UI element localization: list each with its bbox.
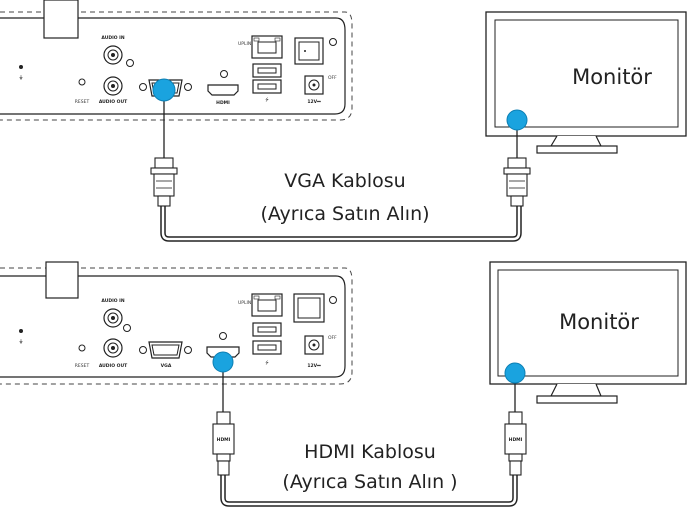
hdmi-monitor-connection-marker: [504, 362, 526, 384]
hdmi-cable-label: HDMI Kablosu: [304, 441, 436, 463]
vga-device-connection-marker: [152, 78, 176, 102]
reset-button: [78, 78, 86, 86]
bottom-monitor-label: Monitör: [559, 310, 639, 334]
bottom-monitor: Monitör: [489, 261, 687, 404]
power-label: 12V⎓: [307, 363, 321, 369]
svg-text:⏚: ⏚: [19, 74, 24, 81]
reset-label: RESET: [75, 363, 90, 369]
antenna-icon: [43, 0, 79, 39]
hdmi-cable-note: (Ayrıca Satın Alın ): [282, 471, 457, 493]
hdmi-plug-right-icon: HDMI: [504, 411, 527, 476]
reset-button: [78, 344, 86, 352]
vga-label: VGA: [161, 363, 172, 369]
hdmi-plug-right-text: HDMI: [509, 437, 523, 443]
hdmi-plug-left-text: HDMI: [217, 437, 231, 443]
audio-in-label: AUDIO IN: [101, 298, 124, 304]
usb-label: ⭍: [265, 360, 269, 366]
top-nvr-device: ⏚ RESET AUDIO IN AUDIO OUT HDMI UPLINK: [0, 0, 353, 121]
off-label: OFF: [328, 335, 337, 341]
vga-plug-right-icon: [503, 157, 531, 207]
vga-cable-label: VGA Kablosu: [284, 170, 405, 192]
audio-in-label: AUDIO IN: [101, 35, 124, 41]
vga-monitor-connection-marker: [506, 109, 528, 131]
audio-out-label: AUDIO OUT: [99, 99, 128, 105]
top-monitor: Monitör: [485, 11, 687, 154]
usb-label: ⭍: [265, 97, 269, 103]
antenna-icon: [45, 261, 79, 299]
power-label: 12V⎓: [307, 99, 321, 105]
uplink-label: UPLINK: [238, 300, 255, 306]
hdmi-port-icon: [207, 84, 239, 96]
uplink-label: UPLINK: [238, 41, 255, 47]
vga-cable-note: (Ayrıca Satın Alın): [260, 203, 429, 225]
top-monitor-label: Monitör: [572, 65, 652, 89]
bottom-nvr-device: ⏚ RESET AUDIO IN AUDIO OUT VGA UPLINK ⭍: [0, 261, 353, 385]
hdmi-device-connection-marker: [212, 351, 234, 373]
hdmi-plug-left-icon: HDMI: [212, 411, 235, 476]
vga-port-icon: [139, 341, 192, 359]
svg-text:⏚: ⏚: [19, 338, 24, 345]
vga-plug-left-icon: [150, 157, 178, 207]
audio-out-label: AUDIO OUT: [99, 363, 128, 369]
reset-label: RESET: [75, 99, 90, 105]
off-label: OFF: [328, 75, 337, 81]
hdmi-label: HDMI: [216, 100, 230, 106]
